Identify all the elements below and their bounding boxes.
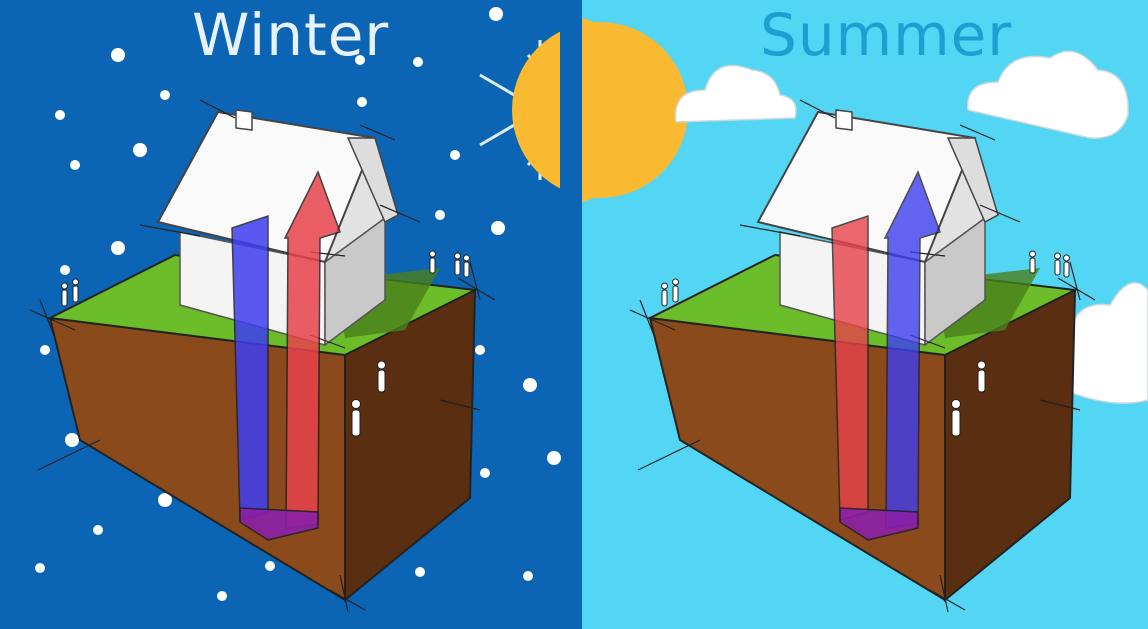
snow-dot bbox=[93, 525, 103, 535]
snow-dot bbox=[480, 468, 490, 478]
snow-dot bbox=[217, 591, 227, 601]
summer-title: Summer bbox=[760, 6, 1012, 64]
snow-dot bbox=[111, 48, 125, 62]
snow-dot bbox=[160, 90, 170, 100]
snow-dot bbox=[435, 210, 445, 220]
snow-dot bbox=[413, 57, 423, 67]
snow-dot bbox=[265, 561, 275, 571]
snow-dot bbox=[70, 160, 80, 170]
snow-dot bbox=[489, 7, 503, 21]
snow-dot bbox=[357, 97, 367, 107]
snow-dot bbox=[111, 241, 125, 255]
snow-dot bbox=[523, 378, 537, 392]
snow-dot bbox=[475, 345, 485, 355]
winter-title: Winter bbox=[192, 6, 389, 64]
snow-dot bbox=[415, 567, 425, 577]
snow-dot bbox=[65, 433, 79, 447]
snow-dot bbox=[523, 571, 533, 581]
snow-dot bbox=[450, 150, 460, 160]
snow-dot bbox=[491, 221, 505, 235]
snow-dot bbox=[60, 265, 70, 275]
snow-dot bbox=[55, 110, 65, 120]
summer-panel bbox=[512, 0, 1148, 629]
winter-panel bbox=[0, 0, 600, 629]
snow-dot bbox=[35, 563, 45, 573]
snow-dot bbox=[547, 451, 561, 465]
snow-dot bbox=[40, 345, 50, 355]
snow-dot bbox=[133, 143, 147, 157]
